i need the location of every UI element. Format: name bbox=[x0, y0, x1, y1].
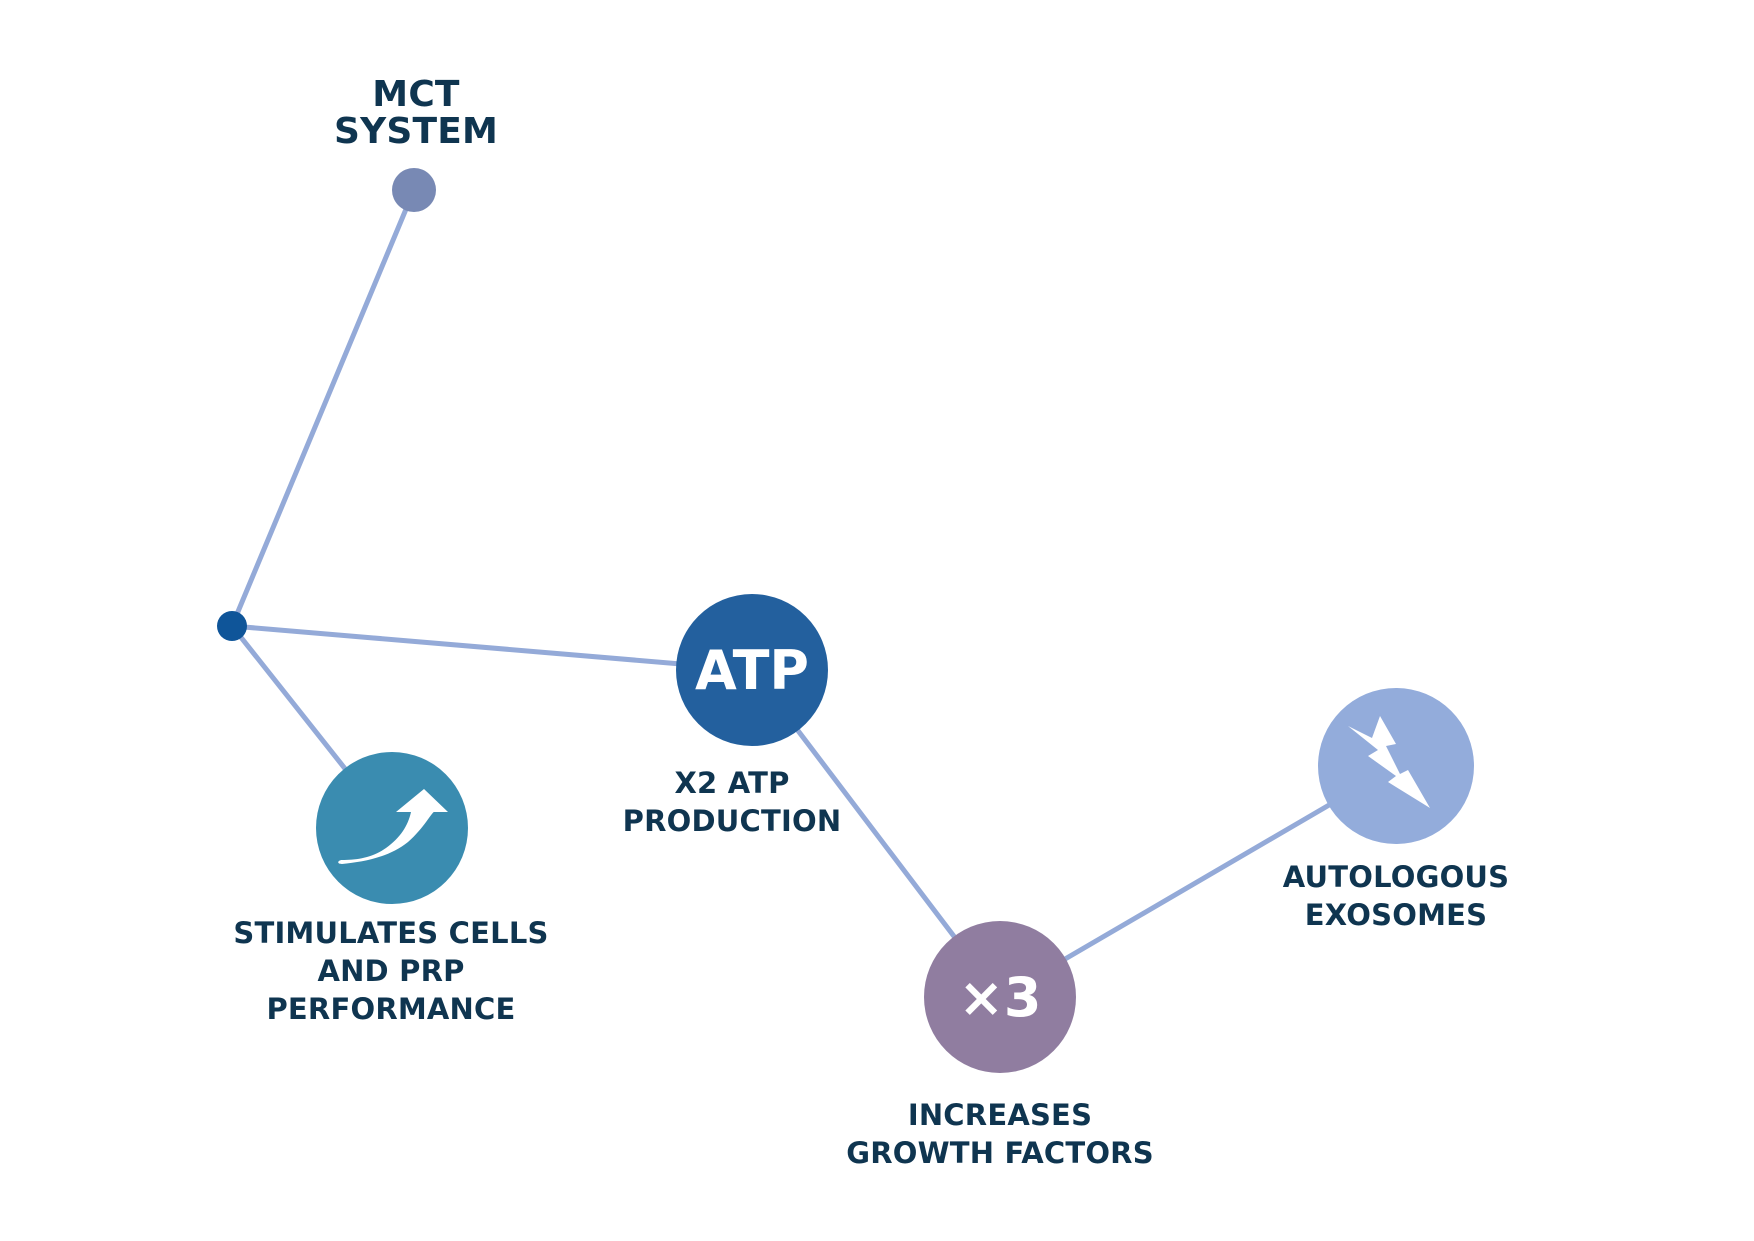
mct-system-dot bbox=[392, 168, 436, 212]
stimulates-caption-line-2: AND PRP bbox=[317, 954, 465, 988]
exosomes-caption: AUTOLOGOUS EXOSOMES bbox=[1283, 858, 1510, 934]
exosomes-caption-line-1: AUTOLOGOUS bbox=[1282, 860, 1510, 894]
atp-icon-text: ATP bbox=[695, 639, 809, 702]
mct-system-title: MCT SYSTEM bbox=[334, 76, 498, 150]
atp-caption-line-2: PRODUCTION bbox=[622, 804, 842, 838]
stimulates-caption-line-1: STIMULATES CELLS bbox=[233, 916, 549, 950]
growth-factors-circle bbox=[924, 921, 1076, 1073]
growth-factors-caption: INCREASES GROWTH FACTORS bbox=[846, 1096, 1154, 1172]
mct-title-line-2: SYSTEM bbox=[333, 111, 499, 152]
connector-junction-atp bbox=[229, 623, 755, 673]
stimulates-caption-line-3: PERFORMANCE bbox=[266, 992, 516, 1026]
connector-mct-junction bbox=[229, 187, 417, 629]
curved-arrow-up-icon bbox=[338, 789, 448, 864]
junction-dot bbox=[217, 611, 247, 641]
growth-caption-line-1: INCREASES bbox=[907, 1098, 1093, 1132]
stimulates-circle bbox=[316, 752, 468, 904]
growth-caption-line-2: GROWTH FACTORS bbox=[846, 1136, 1154, 1170]
atp-circle bbox=[676, 594, 828, 746]
lightning-bolt-icon bbox=[1348, 716, 1430, 808]
growth-factors-icon-text: ×3 bbox=[959, 966, 1042, 1029]
mct-title-line-1: MCT bbox=[372, 74, 460, 115]
atp-caption: X2 ATP PRODUCTION bbox=[623, 764, 842, 840]
exosomes-caption-line-2: EXOSOMES bbox=[1304, 898, 1488, 932]
stimulates-caption: STIMULATES CELLS AND PRP PERFORMANCE bbox=[233, 914, 548, 1028]
atp-caption-line-1: X2 ATP bbox=[674, 766, 790, 800]
